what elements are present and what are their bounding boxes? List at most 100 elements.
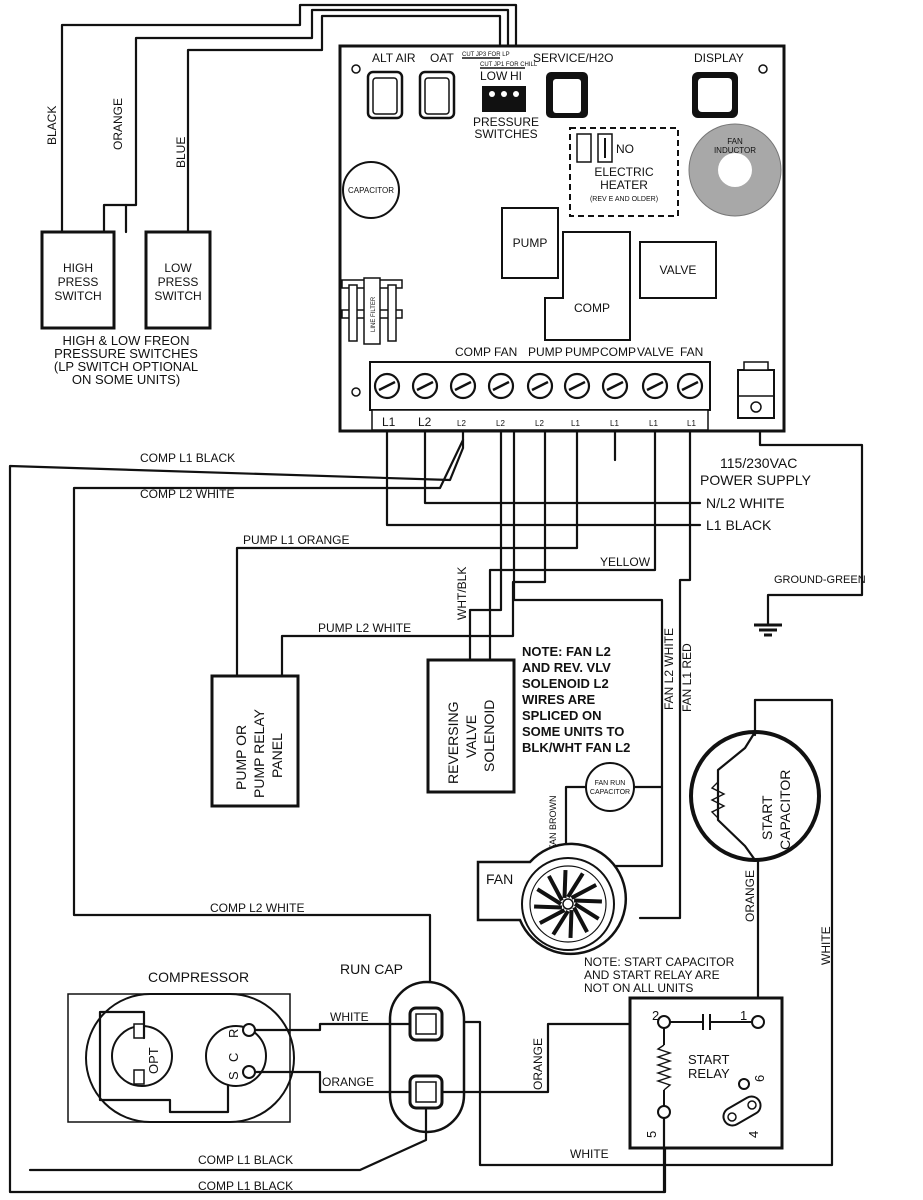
high-switch-label-2: PRESS — [58, 275, 99, 289]
relay-t1: 1 — [740, 1008, 747, 1023]
jp3-note: CUT JP3 FOR LP — [462, 52, 510, 58]
term-bottom-7: L1 — [610, 419, 619, 428]
fan-run-cap-label-2: CAPACITOR — [590, 789, 630, 796]
terminal-screw-slot — [531, 380, 549, 392]
power-n-l2: N/L2 WHITE — [706, 495, 785, 511]
reversing-valve-solenoid — [426, 658, 516, 794]
fan-l1-red-label: FAN L1 RED — [680, 643, 694, 712]
fan-blade — [534, 904, 563, 910]
display-label: DISPLAY — [694, 51, 744, 65]
comp-l2-white-label: COMP L2 WHITE — [140, 487, 234, 501]
term-bottom-1: L1 — [382, 415, 396, 429]
pump-panel-label-2: PUMP RELAY — [251, 708, 267, 798]
pump-panel — [210, 674, 300, 808]
service-label: SERVICE/H2O — [533, 51, 613, 65]
start-cap-label-1: START — [759, 795, 775, 840]
start-capacitor — [438, 698, 834, 1167]
terminal-strip: COMP FAN PUMP PUMP COMP VALVE FAN L1 L2 … — [369, 345, 711, 431]
electric-label: ELECTRIC — [594, 165, 654, 179]
pump-panel-label-3: PANEL — [269, 733, 285, 778]
fan-blade — [568, 909, 574, 938]
board-capacitor — [342, 161, 400, 219]
term-bottom-3: L2 — [457, 419, 466, 428]
fan-blade — [573, 898, 602, 904]
comp-board-label: COMP — [574, 301, 610, 315]
splice-note: NOTE: FAN L2 AND REV. VLV SOLENOID L2 WI… — [522, 644, 630, 755]
note-line-4: WIRES ARE — [522, 692, 596, 707]
term-bottom-2: L2 — [418, 415, 432, 429]
terminal-screw-slot — [378, 380, 396, 392]
power-line-2: POWER SUPPLY — [700, 472, 812, 488]
fan-inductor-label-1: FAN — [727, 137, 743, 146]
terminal-screw-slot — [492, 380, 510, 392]
r-terminal-label: R — [226, 1029, 241, 1038]
alt-air-connector — [366, 70, 404, 120]
terminal-screw-slot — [454, 380, 472, 392]
note-line-1: NOTE: FAN L2 — [522, 644, 611, 659]
heater-label: HEATER — [600, 178, 648, 192]
hi-label: HI — [510, 69, 522, 83]
ground-terminal — [737, 369, 775, 419]
low-switch-label-1: LOW — [164, 261, 192, 275]
orange-relay-label: ORANGE — [531, 1038, 545, 1090]
terminal-screw-slot — [416, 380, 434, 392]
term-top-pump-2: PUMP — [565, 345, 600, 359]
fan-blade — [570, 883, 598, 900]
note-line-5: SPLICED ON — [522, 708, 601, 723]
c-terminal-label: C — [226, 1053, 241, 1062]
fan-blade — [538, 908, 566, 925]
switch-caption-2: PRESSURE SWITCHES — [54, 346, 198, 361]
start-relay — [628, 996, 784, 1150]
ground-symbol — [754, 623, 782, 637]
switch-caption-4: ON SOME UNITS) — [72, 372, 180, 387]
term-bottom-4: L2 — [496, 419, 505, 428]
high-press-switch — [40, 230, 116, 330]
comp-relay-board — [544, 231, 631, 341]
reversing-valve-label-1: REVERSING — [445, 702, 461, 784]
line-filter-label: LINE FILTER — [371, 296, 377, 332]
note-line-6: SOME UNITS TO — [522, 724, 624, 739]
orange-rc-label: ORANGE — [322, 1075, 374, 1089]
fan-inductor-label-2: INDUCTOR — [714, 146, 756, 155]
high-switch-label-1: HIGH — [63, 261, 93, 275]
relay-t2: 2 — [652, 1008, 659, 1023]
relay-t4: 4 — [746, 1131, 761, 1138]
start-cap-label-2: CAPACITOR — [777, 770, 793, 850]
run-cap-title: RUN CAP — [340, 961, 403, 977]
term-top-comp-2: COMP — [600, 345, 636, 359]
low-label: LOW — [480, 69, 508, 83]
switch-caption-1: HIGH & LOW FREON — [62, 333, 189, 348]
term-bottom-8: L1 — [649, 419, 658, 428]
blue-wire-label: BLUE — [174, 137, 188, 168]
switch-caption-3: (LP SWITCH OPTIONAL — [54, 359, 198, 374]
power-l1: L1 BLACK — [706, 517, 772, 533]
terminal-screw-slot — [606, 380, 624, 392]
alt-air-label: ALT AIR — [372, 51, 416, 65]
pump-l1-orange-label: PUMP L1 ORANGE — [243, 533, 349, 547]
board-wires — [8, 430, 864, 1194]
term-top-fan: FAN — [494, 345, 517, 359]
term-top-pump-1: PUMP — [528, 345, 563, 359]
comp-l1-black-label: COMP L1 BLACK — [140, 451, 235, 465]
switches-label: SWITCHES — [474, 127, 537, 141]
compressor-title: COMPRESSOR — [148, 969, 249, 985]
line-filter: LINE FILTER — [341, 277, 403, 345]
term-top-fan-2: FAN — [680, 345, 703, 359]
fan-blade — [572, 906, 589, 934]
term-bottom-5: L2 — [535, 419, 544, 428]
relay-t5: 5 — [644, 1131, 659, 1138]
reversing-valve-label-3: SOLENOID — [481, 700, 497, 772]
low-switch-label-3: SWITCH — [154, 289, 201, 303]
low-switch-label-2: PRESS — [158, 275, 199, 289]
no-label: NO — [616, 142, 634, 156]
start-note-2: AND START RELAY ARE — [584, 968, 720, 982]
fan-brown-label: FAN BROWN — [548, 795, 558, 850]
note-line-7: BLK/WHT FAN L2 — [522, 740, 630, 755]
orange-start-cap-label: ORANGE — [743, 870, 757, 922]
fan-blade — [573, 902, 600, 921]
rev-note-label: (REV E AND OLDER) — [590, 196, 658, 203]
fan-blade — [536, 887, 563, 906]
comp-l1-black-bottom-1: COMP L1 BLACK — [198, 1153, 293, 1167]
fan-blade — [547, 874, 564, 902]
